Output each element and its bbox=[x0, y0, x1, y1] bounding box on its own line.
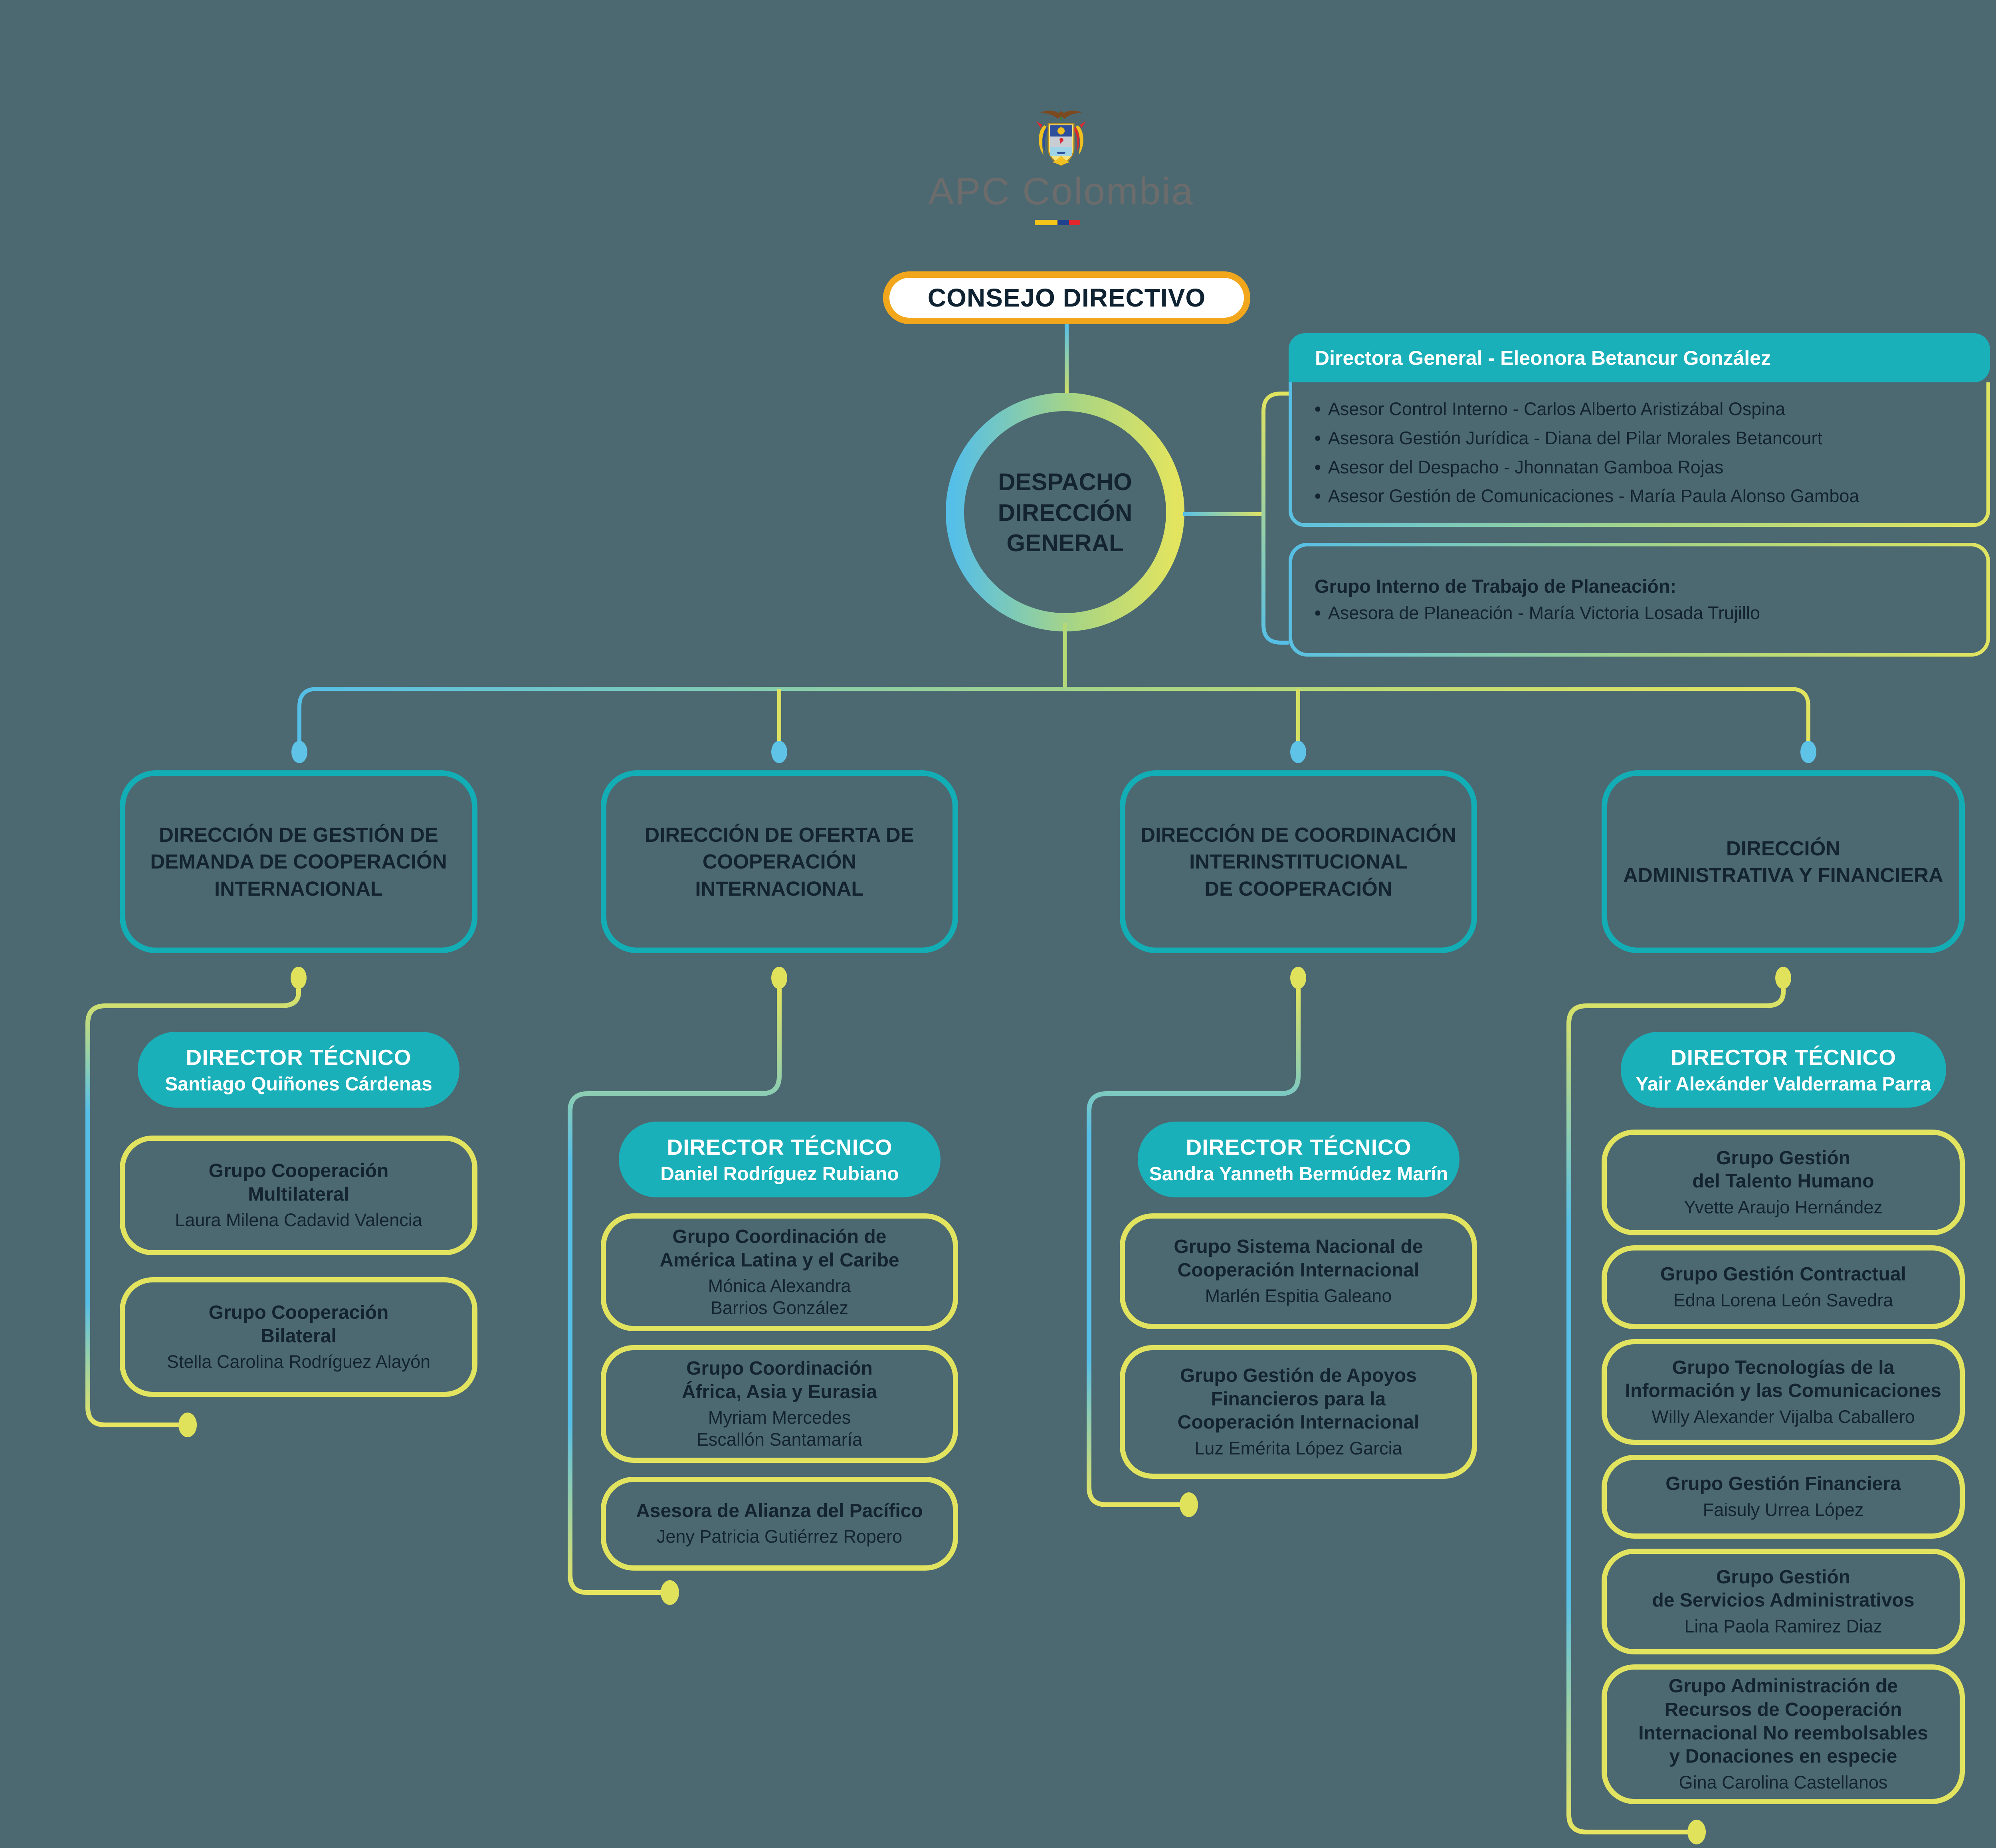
group-title: Grupo Gestión Contractual bbox=[1660, 1264, 1907, 1285]
group-lead-name: Gina Carolina Castellanos bbox=[1679, 1772, 1888, 1793]
director-tecnico-demanda: DIRECTOR TÉCNICO Santiago Quiñones Cárde… bbox=[138, 1032, 459, 1108]
despacho-direccion-general-circle: DESPACHO DIRECCIÓN GENERAL bbox=[965, 435, 1165, 591]
group-title: Grupo Gestión de Servicios Administrativ… bbox=[1652, 1566, 1915, 1611]
group-box-gestion-financiera: Grupo Gestión Financiera Faisuly Urrea L… bbox=[1602, 1455, 1965, 1539]
group-lead-name: Marlén Espitia Galeano bbox=[1205, 1286, 1392, 1306]
group-box-recursos-no-reembolsables: Grupo Administración de Recursos de Coop… bbox=[1602, 1664, 1965, 1804]
directora-general-box: Directora General - Eleonora Betancur Go… bbox=[1289, 333, 1990, 527]
despacho-label: DESPACHO DIRECCIÓN GENERAL bbox=[998, 468, 1133, 557]
advisor-item: Asesor Gestión de Comunicaciones - María… bbox=[1315, 482, 1970, 511]
director-name: Daniel Rodríguez Rubiano bbox=[660, 1163, 899, 1185]
consejo-directivo-label: CONSEJO DIRECTIVO bbox=[927, 283, 1206, 312]
consejo-directivo-box: CONSEJO DIRECTIVO bbox=[883, 271, 1250, 324]
group-box-africa-asia-eurasia: Grupo Coordinación África, Asia y Eurasi… bbox=[601, 1345, 958, 1463]
directora-general-label: Directora General - Eleonora Betancur Go… bbox=[1315, 346, 1771, 369]
group-title: Grupo Cooperación Bilateral bbox=[208, 1302, 389, 1347]
group-box-cooperacion-multilateral: Grupo Cooperación Multilateral Laura Mil… bbox=[120, 1136, 477, 1255]
direction-box-administrativa: DIRECCIÓN ADMINISTRATIVA Y FINANCIERA bbox=[1602, 770, 1965, 953]
director-name: Santiago Quiñones Cárdenas bbox=[165, 1073, 432, 1095]
director-role: DIRECTOR TÉCNICO bbox=[186, 1045, 412, 1070]
direction-label: DIRECCIÓN DE GESTIÓN DE DEMANDA DE COOPE… bbox=[150, 823, 447, 900]
group-box-america-latina: Grupo Coordinación de América Latina y e… bbox=[601, 1213, 958, 1331]
group-lead-name: Lina Paola Ramirez Diaz bbox=[1684, 1616, 1882, 1636]
group-box-apoyos-financieros: Grupo Gestión de Apoyos Financieros para… bbox=[1120, 1345, 1477, 1479]
group-box-sistema-nacional: Grupo Sistema Nacional de Cooperación In… bbox=[1120, 1213, 1477, 1329]
group-lead-name: Luz Emérita López Garcia bbox=[1194, 1438, 1402, 1458]
group-lead-name: Mónica Alexandra Barrios González bbox=[708, 1276, 851, 1318]
advisor-list: Asesor Control Interno - Carlos Alberto … bbox=[1315, 395, 1970, 511]
advisor-item: Asesora Gestión Jurídica - Diana del Pil… bbox=[1315, 424, 1970, 453]
group-title: Grupo Coordinación África, Asia y Eurasi… bbox=[681, 1358, 877, 1403]
director-tecnico-oferta: DIRECTOR TÉCNICO Daniel Rodríguez Rubian… bbox=[619, 1122, 941, 1197]
grupo-planeacion-advisor: Asesora de Planeación - María Victoria L… bbox=[1315, 600, 1970, 627]
grupo-planeacion-title: Grupo Interno de Trabajo de Planeación: bbox=[1315, 575, 1677, 597]
advisor-item: Asesor Control Interno - Carlos Alberto … bbox=[1315, 395, 1970, 424]
director-tecnico-coordinacion: DIRECTOR TÉCNICO Sandra Yanneth Bermúdez… bbox=[1138, 1122, 1459, 1197]
group-lead-name: Edna Lorena León Savedra bbox=[1673, 1290, 1893, 1310]
group-lead-name: Yvette Araujo Hernández bbox=[1684, 1197, 1883, 1217]
group-box-talento-humano: Grupo Gestión del Talento Humano Yvette … bbox=[1602, 1130, 1965, 1235]
direction-box-oferta: DIRECCIÓN DE OFERTA DE COOPERACIÓN INTER… bbox=[601, 770, 958, 953]
group-lead-name: Stella Carolina Rodríguez Alayón bbox=[166, 1351, 431, 1372]
directora-general-header: Directora General - Eleonora Betancur Go… bbox=[1289, 333, 1990, 382]
group-lead-name: Myriam Mercedes Escallón Santamaría bbox=[696, 1407, 863, 1450]
group-title: Grupo Sistema Nacional de Cooperación In… bbox=[1174, 1236, 1423, 1281]
director-role: DIRECTOR TÉCNICO bbox=[667, 1134, 893, 1159]
direction-label: DIRECCIÓN ADMINISTRATIVA Y FINANCIERA bbox=[1623, 837, 1943, 886]
group-title: Grupo Coordinación de América Latina y e… bbox=[659, 1226, 899, 1271]
colombia-flag-icon bbox=[1035, 220, 1080, 225]
group-box-servicios-administrativos: Grupo Gestión de Servicios Administrativ… bbox=[1602, 1549, 1965, 1654]
group-title: Grupo Administración de Recursos de Coop… bbox=[1638, 1676, 1928, 1767]
group-lead-name: Jeny Patricia Gutiérrez Ropero bbox=[656, 1526, 903, 1547]
group-title: Grupo Cooperación Multilateral bbox=[208, 1160, 389, 1205]
group-title: Grupo Gestión Financiera bbox=[1665, 1473, 1901, 1495]
colombia-coat-of-arms-icon bbox=[1036, 110, 1086, 166]
group-lead-name: Willy Alexander Vijalba Caballero bbox=[1651, 1406, 1915, 1427]
direction-label: DIRECCIÓN DE COORDINACIÓN INTERINSTITUCI… bbox=[1141, 823, 1456, 900]
direction-box-coordinacion: DIRECCIÓN DE COORDINACIÓN INTERINSTITUCI… bbox=[1120, 770, 1477, 953]
group-title: Grupo Tecnologías de la Información y la… bbox=[1625, 1357, 1942, 1402]
direction-box-demanda: DIRECCIÓN DE GESTIÓN DE DEMANDA DE COOPE… bbox=[120, 770, 477, 953]
group-box-alianza-pacifico: Asesora de Alianza del Pacífico Jeny Pat… bbox=[601, 1477, 958, 1571]
group-box-gestion-contractual: Grupo Gestión Contractual Edna Lorena Le… bbox=[1602, 1245, 1965, 1329]
direction-label: DIRECCIÓN DE OFERTA DE COOPERACIÓN INTER… bbox=[645, 823, 914, 900]
group-title: Asesora de Alianza del Pacífico bbox=[636, 1500, 923, 1522]
group-lead-name: Laura Milena Cadavid Valencia bbox=[175, 1210, 422, 1231]
group-lead-name: Faisuly Urrea López bbox=[1703, 1499, 1864, 1520]
advisor-item: Asesor del Despacho - Jhonnatan Gamboa R… bbox=[1315, 453, 1970, 482]
group-box-cooperacion-bilateral: Grupo Cooperación Bilateral Stella Carol… bbox=[120, 1277, 477, 1397]
grupo-planeacion-box: Grupo Interno de Trabajo de Planeación: … bbox=[1289, 543, 1990, 657]
director-name: Sandra Yanneth Bermúdez Marín bbox=[1149, 1163, 1448, 1185]
director-tecnico-administrativa: DIRECTOR TÉCNICO Yair Alexánder Valderra… bbox=[1621, 1032, 1946, 1108]
director-role: DIRECTOR TÉCNICO bbox=[1670, 1045, 1896, 1070]
org-logo-text: APC Colombia bbox=[928, 170, 1194, 213]
group-title: Grupo Gestión de Apoyos Financieros para… bbox=[1177, 1365, 1420, 1433]
group-title: Grupo Gestión del Talento Humano bbox=[1692, 1147, 1874, 1192]
group-box-tecnologias-informacion: Grupo Tecnologías de la Información y la… bbox=[1602, 1339, 1965, 1445]
directora-general-body: Asesor Control Interno - Carlos Alberto … bbox=[1289, 382, 1990, 527]
director-name: Yair Alexánder Valderrama Parra bbox=[1636, 1073, 1931, 1095]
director-role: DIRECTOR TÉCNICO bbox=[1186, 1134, 1412, 1159]
